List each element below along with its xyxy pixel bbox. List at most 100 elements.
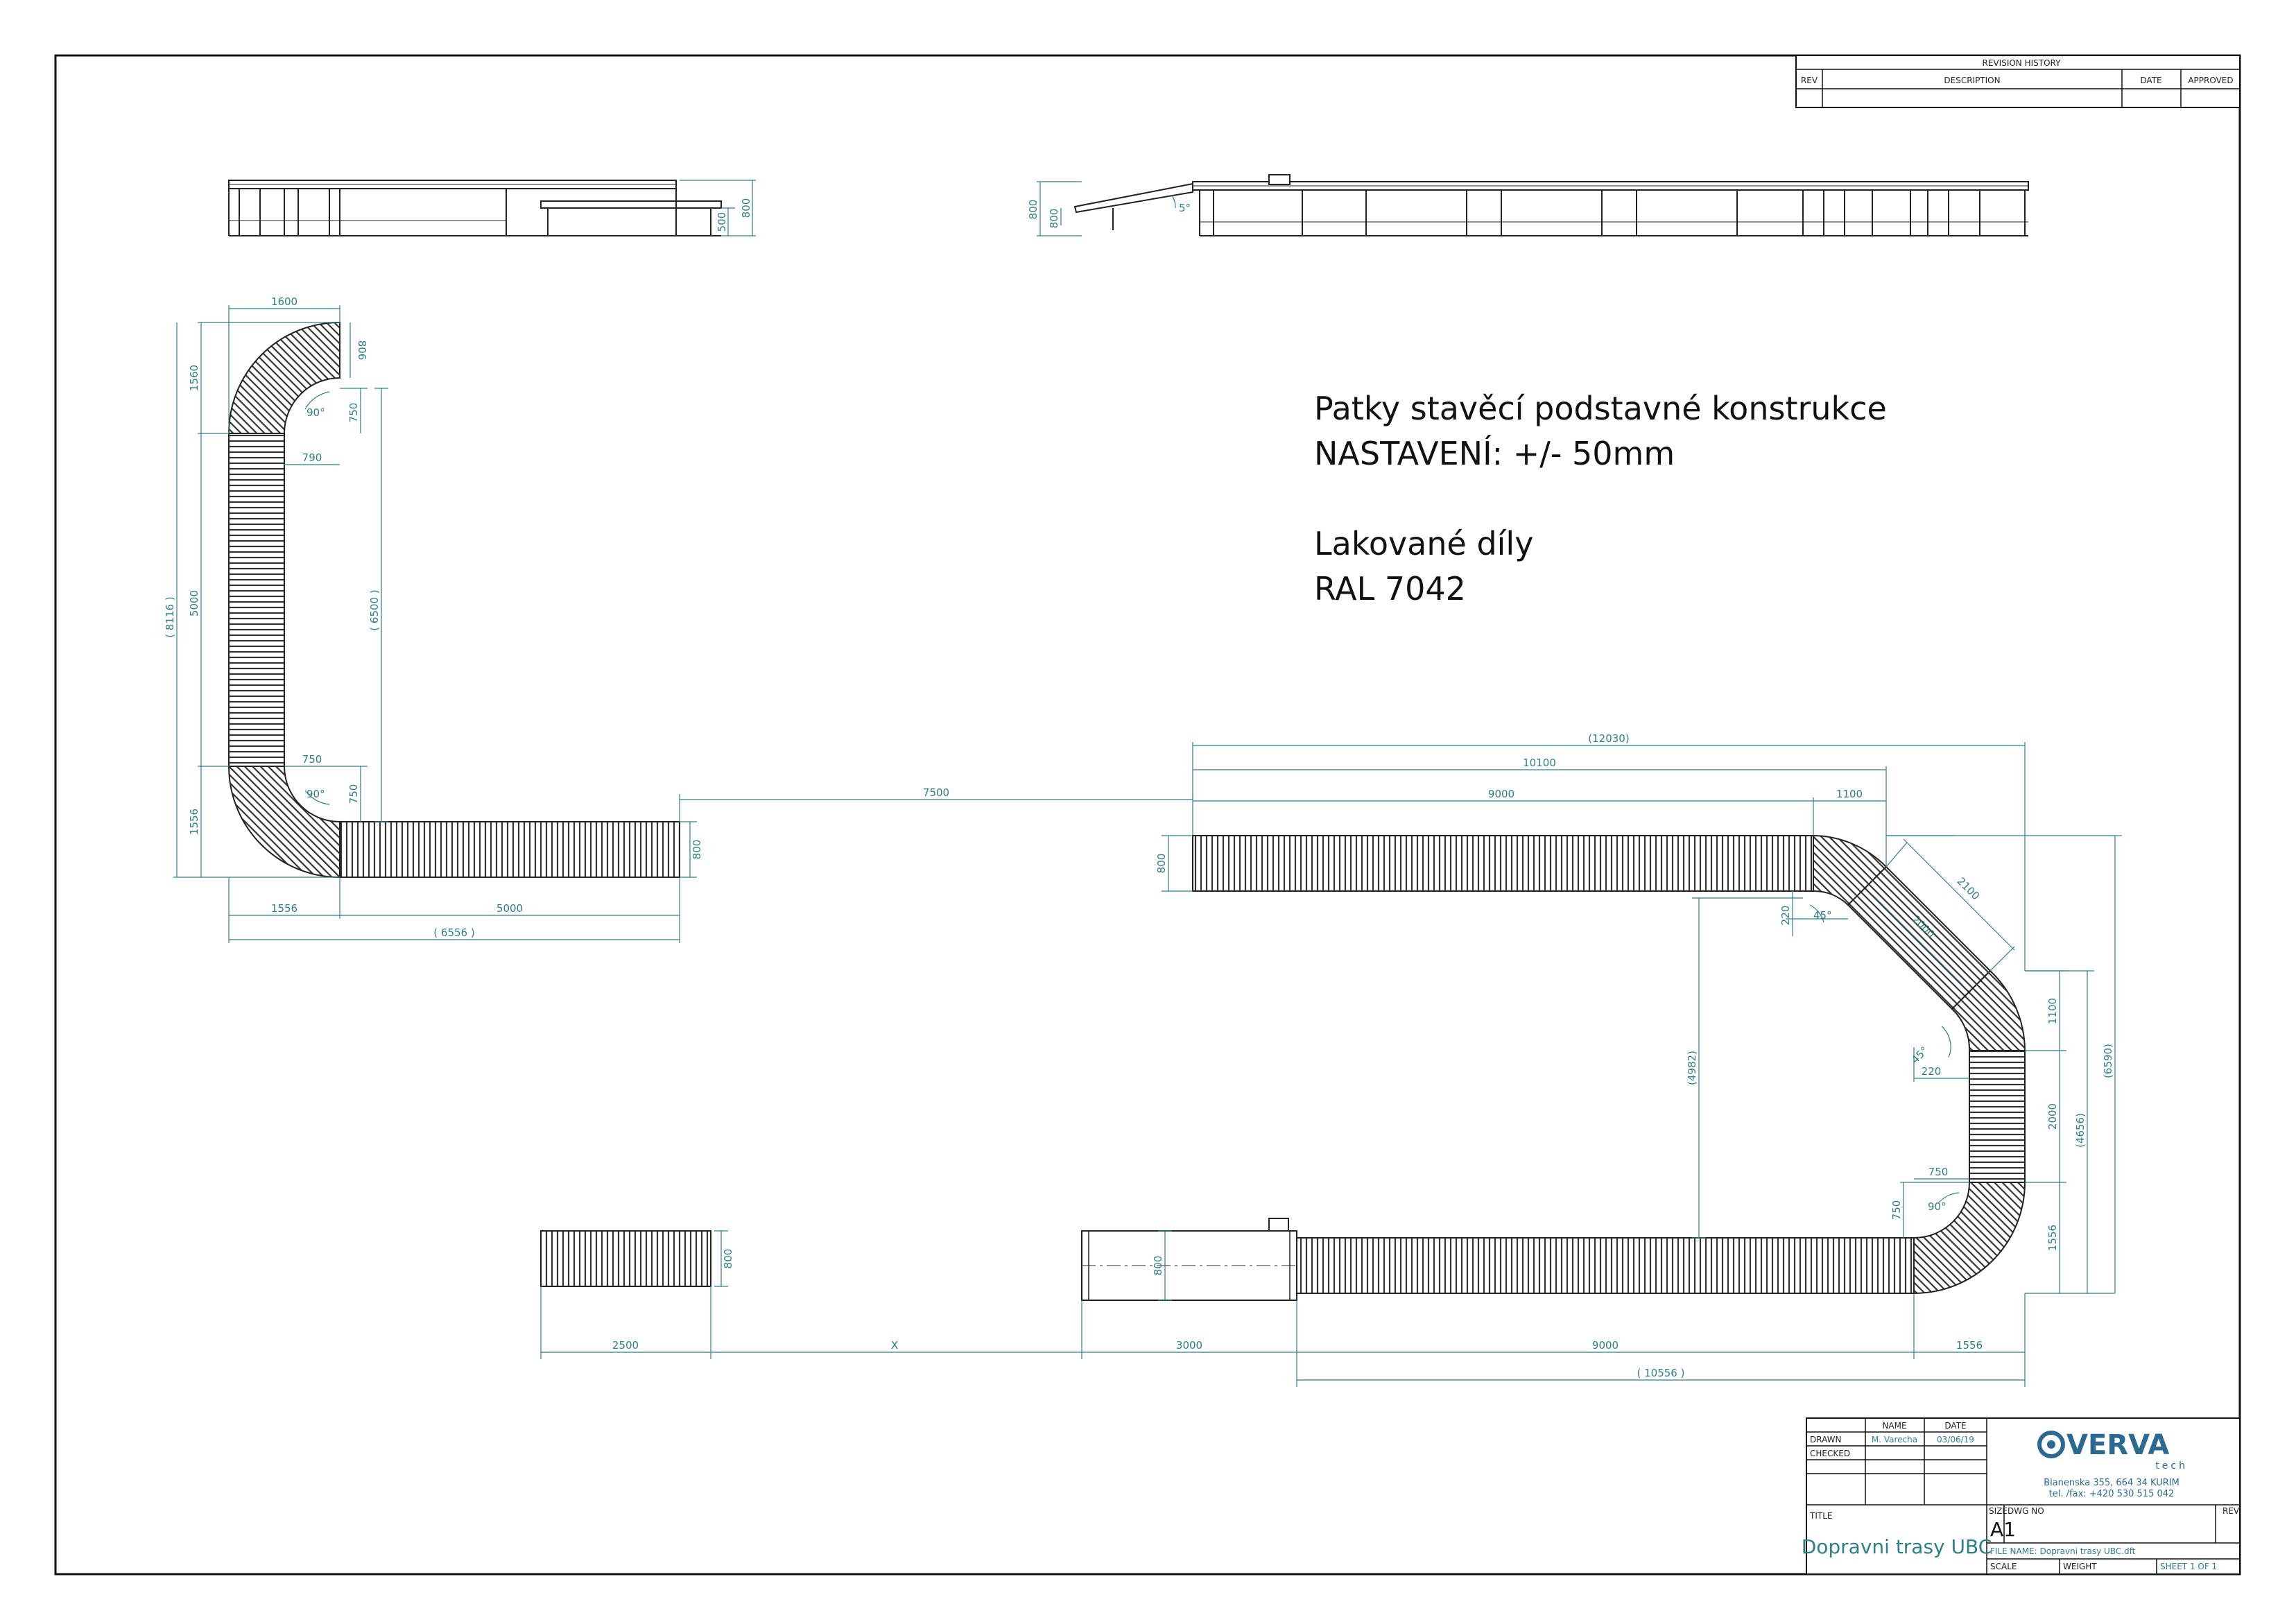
dim-4656: (4656)	[2074, 1113, 2087, 1148]
dim-750-d: 750	[1928, 1166, 1949, 1178]
logo-ring-icon	[2037, 1431, 2065, 1458]
dim-elev-5deg: 5°	[1179, 202, 1191, 214]
company-address: Blanenska 355, 664 34 KURIM	[2044, 1478, 2180, 1488]
note-line-3: Lakované díly	[1314, 525, 1533, 562]
right-conveyor-dims	[540, 742, 2122, 1387]
dim-1100-top: 1100	[1836, 788, 1863, 800]
tb-rev-label: REV	[2222, 1506, 2240, 1516]
elevation-view-left	[228, 180, 722, 236]
dim-6556: ( 6556 )	[433, 926, 474, 939]
left-conveyor-dims	[173, 305, 697, 943]
dim-6590: (6590)	[2102, 1044, 2114, 1078]
dim-9000-top: 9000	[1488, 788, 1514, 800]
straight-vertical-right	[1969, 1050, 2026, 1183]
dim-elev-800-left: 800	[740, 198, 752, 218]
straight-bottom	[1296, 1237, 1915, 1294]
dim-90-top: 90°	[307, 406, 325, 419]
curve-90-bottom-right	[1913, 1182, 2026, 1295]
dim-12030: (12030)	[1588, 732, 1629, 745]
dim-5000-horizontal: 5000	[497, 902, 523, 915]
dim-220-a: 220	[1779, 906, 1792, 926]
dim-elev-800-right: 800	[1027, 200, 1039, 220]
dim-800-separate: 800	[722, 1249, 734, 1269]
dim-800-right: 800	[1155, 854, 1168, 874]
dim-2000-vertical: 2000	[2046, 1103, 2059, 1130]
tb-file-name: FILE NAME: Dopravni trasy UBC.dft	[1990, 1546, 2136, 1556]
dim-806: 806	[356, 340, 368, 361]
title-block	[1806, 1417, 2241, 1575]
tb-drawn-name: M. Varecha	[1872, 1435, 1917, 1444]
elevation-dims-left	[680, 180, 756, 236]
dim-750-b: 750	[302, 753, 322, 766]
dim-4982: (4982)	[1686, 1051, 1698, 1085]
dim-1600: 1600	[271, 295, 297, 308]
dim-6500: ( 6500 )	[368, 589, 381, 630]
dim-800-left: 800	[691, 840, 703, 860]
tb-name-header: NAME	[1882, 1421, 1906, 1431]
tb-date-header: DATE	[1944, 1421, 1966, 1431]
notes: Patky stavěcí podstavné konstrukce NASTA…	[1314, 390, 1887, 607]
dim-10556: ( 10556 )	[1637, 1367, 1685, 1379]
elevation-view-right	[1073, 174, 2029, 236]
dim-5000-vertical: 5000	[188, 590, 200, 616]
tb-sheet: SHEET 1 OF 1	[2160, 1562, 2217, 1571]
revision-rev-header: REV	[1801, 76, 1818, 85]
note-line-1: Patky stavěcí podstavné konstrukce	[1314, 390, 1887, 427]
dim-7500: 7500	[923, 786, 949, 799]
gap-dim-7500	[679, 794, 1193, 836]
tb-scale-label: SCALE	[1990, 1562, 2017, 1571]
dim-3000: 3000	[1176, 1339, 1202, 1352]
dim-2100: 2100	[1955, 875, 1983, 903]
tb-size: A1	[1990, 1518, 2016, 1541]
dim-220-b: 220	[1922, 1065, 1942, 1078]
curve-top-left	[227, 321, 340, 434]
logo-wordmark: VERVA	[2066, 1429, 2169, 1461]
straight-horizontal-left	[339, 821, 680, 878]
tb-drawn-date: 03/06/19	[1937, 1435, 1974, 1444]
dim-elev-55: 800	[1048, 209, 1060, 229]
dim-790: 790	[302, 451, 322, 464]
dim-1556-vertical: 1556	[188, 809, 200, 835]
company-phone: tel. /fax: +420 530 515 042	[2049, 1489, 2175, 1499]
tb-title-label: TITLE	[1809, 1511, 1832, 1521]
dim-8116: ( 8116 )	[164, 596, 176, 637]
tb-title: Dopravni trasy UBC	[1802, 1535, 1992, 1558]
dim-x: X	[891, 1339, 898, 1352]
dim-750-a: 750	[347, 403, 360, 423]
dim-9000-bottom: 9000	[1592, 1339, 1619, 1352]
dim-1100-vertical: 1100	[2046, 998, 2059, 1024]
tb-drawn-label: DRAWN	[1810, 1435, 1842, 1444]
revision-table: REVISION HISTORY REV DESCRIPTION DATE AP…	[1795, 55, 2241, 108]
dim-1556-right: 1556	[2046, 1225, 2059, 1251]
straight-vertical	[228, 433, 285, 767]
dim-800-belt: 800	[1152, 1256, 1164, 1276]
separate-conveyor	[540, 1230, 711, 1287]
elevation-dims-right	[1037, 181, 1176, 236]
note-line-2: NASTAVENÍ: +/- 50mm	[1314, 435, 1675, 472]
dim-1560: 1560	[188, 365, 200, 391]
revision-description-header: DESCRIPTION	[1944, 76, 2000, 85]
dim-45-b: 45°	[1909, 1044, 1931, 1067]
dim-1556-bottom: 1556	[1956, 1339, 1983, 1352]
tb-dwg-label: DWG NO	[2008, 1506, 2044, 1516]
tb-size-label: SIZE	[1989, 1506, 2008, 1516]
curve-bottom-left	[227, 766, 340, 879]
dim-45-a: 45°	[1813, 909, 1832, 922]
dim-2500: 2500	[612, 1339, 639, 1352]
dim-90-right: 90°	[1928, 1200, 1947, 1213]
left-conveyor	[227, 321, 680, 879]
drive-motor	[1268, 1218, 1289, 1232]
dim-elev-500: 500	[716, 212, 728, 232]
dim-10100: 10100	[1523, 757, 1556, 769]
revision-date-header: DATE	[2140, 76, 2161, 85]
curve-45-right	[1951, 969, 2026, 1051]
dim-90-bottom: 90°	[307, 788, 325, 800]
right-conveyor	[540, 834, 2026, 1301]
revision-approved-header: APPROVED	[2188, 76, 2233, 85]
note-line-4: RAL 7042	[1314, 570, 1466, 607]
tb-checked-label: CHECKED	[1810, 1449, 1850, 1458]
dim-750-c: 750	[347, 784, 360, 804]
tb-weight-label: WEIGHT	[2063, 1562, 2097, 1571]
drawing-frame	[54, 54, 2241, 1576]
